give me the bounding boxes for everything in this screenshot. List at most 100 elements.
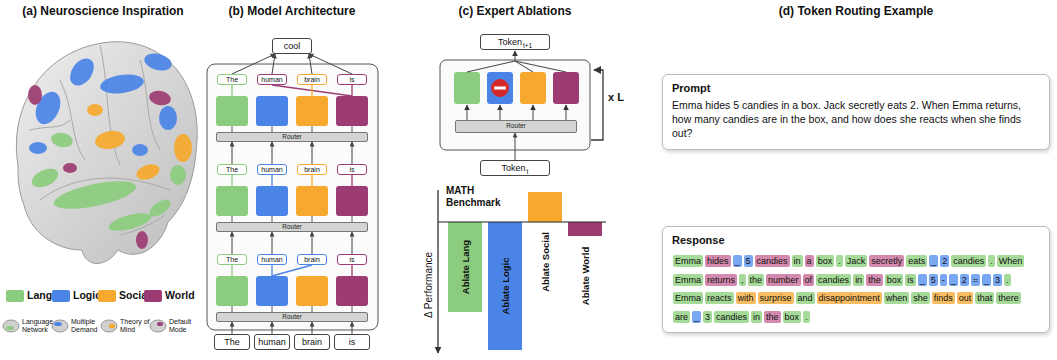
node-text: The	[226, 256, 238, 263]
routed-word: the	[764, 311, 781, 323]
node-text: .	[1006, 275, 1009, 285]
node-text: Emma	[675, 293, 701, 303]
expert-block	[296, 186, 328, 216]
routed-word: the	[866, 274, 883, 286]
connector-arrow	[232, 54, 275, 74]
node-text: =	[973, 275, 978, 285]
routed-word: _	[949, 274, 958, 286]
input-token: is	[334, 334, 370, 350]
routed-word: returns	[705, 274, 737, 286]
router-link	[566, 105, 567, 120]
connector-arrow	[232, 232, 233, 254]
router-link	[533, 105, 534, 120]
routed-word: candies	[816, 274, 851, 286]
legend-swatch	[98, 290, 116, 302]
node-text: Prompt	[672, 82, 1040, 94]
node-text: _	[951, 275, 956, 285]
repeat-label: x L	[608, 91, 624, 103]
legend-text: Theory of Mind	[120, 318, 151, 333]
node-text: The	[224, 337, 240, 347]
routed-word: disappointment	[817, 292, 882, 304]
node-text: human	[261, 166, 282, 173]
routed-word: in	[751, 311, 762, 323]
node-text: of	[805, 275, 813, 285]
routed-token: is	[337, 254, 367, 265]
node-text: .	[990, 256, 993, 266]
node-text: in	[753, 312, 760, 322]
routed-word: .	[1004, 274, 1011, 286]
routed-token: human	[257, 74, 287, 85]
node-text: Router	[282, 134, 302, 141]
legend-text: Lang	[27, 289, 52, 301]
node-text: is	[349, 166, 354, 173]
routed-word: when	[884, 292, 910, 304]
router-box: Router	[216, 312, 368, 322]
node-text: hides	[707, 256, 729, 266]
connector-arrow	[309, 54, 352, 74]
node-text: human	[261, 256, 282, 263]
subscript: t	[527, 168, 529, 175]
routing-line	[351, 85, 352, 96]
connector-arrow	[352, 232, 353, 254]
router-link	[500, 105, 501, 120]
connector-arrow	[309, 54, 312, 74]
expert-block	[454, 72, 480, 104]
node-text: returns	[707, 275, 735, 285]
routed-word: _	[982, 274, 991, 286]
routed-word: Emma	[673, 292, 703, 304]
routing-line	[271, 265, 272, 276]
node-text: human	[261, 76, 282, 83]
router-link	[467, 105, 468, 120]
routed-word: 5	[929, 274, 938, 286]
connector-arrow	[312, 322, 313, 334]
brain-region	[52, 176, 139, 215]
token-box: Tokent+1	[480, 34, 550, 50]
legend-text: Default Mode	[169, 318, 200, 333]
node-text: Emma hides 5 candies in a box. Jack secr…	[672, 98, 1040, 141]
model-frame	[207, 64, 378, 330]
routed-word: Emma	[673, 274, 703, 286]
brain-region	[174, 134, 192, 162]
router-box: Router	[216, 132, 368, 142]
brain-region	[87, 104, 103, 116]
connector-arrow	[352, 142, 353, 164]
node-text: disappointment	[819, 293, 880, 303]
node-text: out	[959, 293, 972, 303]
chart-title: MATH Benchmark	[446, 185, 508, 208]
connector-arrow	[272, 54, 275, 74]
node-text: _	[931, 256, 936, 266]
node-text: brain	[302, 337, 322, 347]
expert-output-line	[515, 61, 566, 72]
subscript: t+1	[523, 42, 532, 49]
routed-word: _	[918, 274, 927, 286]
connector-arrow	[272, 232, 273, 254]
routed-word: 3	[993, 274, 1002, 286]
routed-word: out	[957, 292, 974, 304]
brain-region	[170, 165, 186, 185]
expert-block	[296, 276, 328, 306]
node-text: secretly	[871, 256, 902, 266]
routed-token: human	[257, 164, 287, 175]
routed-word: she	[911, 292, 930, 304]
expert-block	[216, 276, 248, 306]
node-text: Jack	[847, 256, 866, 266]
routed-word: ,	[739, 274, 746, 286]
node-text: reacts	[707, 293, 732, 303]
routed-word: with	[736, 292, 756, 304]
node-text: 2	[942, 256, 947, 266]
connector-arrow	[232, 142, 233, 164]
node-text: is	[907, 275, 914, 285]
routing-line	[271, 175, 272, 186]
routed-word: .	[836, 255, 843, 267]
legend-swatch	[144, 290, 162, 302]
routed-word: in	[853, 274, 864, 286]
node-text: brain	[304, 76, 320, 83]
node-text: _	[920, 275, 925, 285]
axis-label: Δ Performance	[423, 252, 434, 318]
expert-block	[296, 96, 328, 126]
expert-block	[336, 186, 368, 216]
routed-token: is	[337, 74, 367, 85]
brain-region	[147, 196, 174, 220]
expert-block	[336, 96, 368, 126]
legend-text: World	[165, 289, 195, 301]
